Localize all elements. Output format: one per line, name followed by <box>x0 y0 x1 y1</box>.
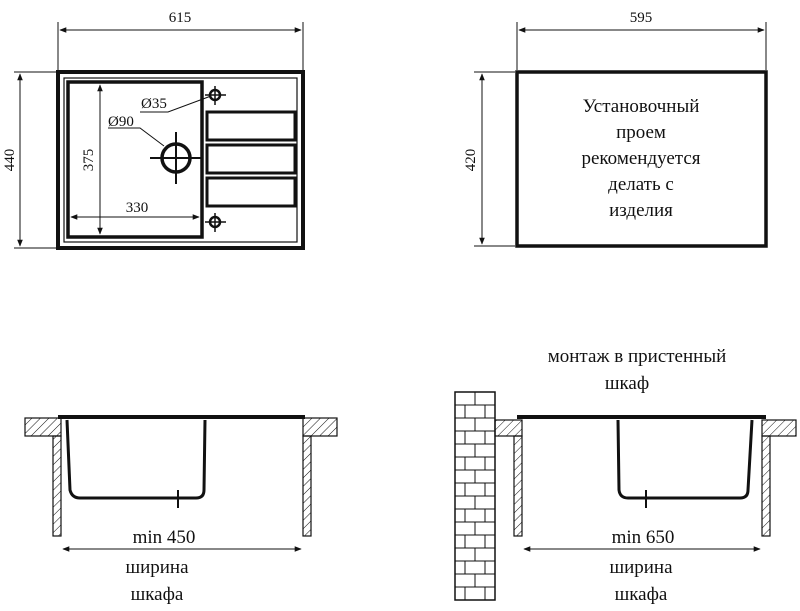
cutout-outline <box>515 70 768 248</box>
brick-wall <box>454 391 496 601</box>
cutout-height-label: 420 <box>463 149 479 172</box>
wall-cabinet-width-caption-line-1: ширина <box>609 557 673 578</box>
drain-rib-1 <box>205 110 297 142</box>
sink-plan-view: 615 440 375 330 Ø90 Ø35 <box>2 10 305 250</box>
wall-cabinet-right <box>761 435 771 537</box>
cutout-note-line-5: изделия <box>609 200 673 221</box>
cabinet-wall-left <box>52 435 62 537</box>
cutout-note-line-3: рекомендуется <box>581 148 700 169</box>
bowl-height-label: 375 <box>81 149 97 172</box>
cutout-note-line-2: проем <box>616 122 666 143</box>
wall-countertop-right <box>761 419 797 437</box>
cabinet-wall-right <box>302 435 312 537</box>
countertop-left <box>24 417 62 437</box>
drain-diameter-label: Ø90 <box>108 114 134 130</box>
cutout-note-line-1: Установочный <box>583 96 700 117</box>
wall-mount-title-line-1: монтаж в пристенный <box>548 346 727 367</box>
drain-rib-2 <box>205 143 297 175</box>
drain-leader-line <box>108 127 165 147</box>
countertop-right <box>302 417 338 437</box>
cabinet-width-caption-line-2: шкафа <box>131 584 184 605</box>
height-dimension-label: 440 <box>2 149 18 172</box>
wall-bowl-section <box>616 419 754 500</box>
wall-mount-title-line-2: шкаф <box>605 373 649 394</box>
wall-countertop-left <box>494 419 523 437</box>
cutout-width-label: 595 <box>630 10 653 26</box>
wall-min-width-label: min 650 <box>612 527 675 548</box>
sink-outer-outline <box>56 70 305 250</box>
wall-cabinet-left <box>513 435 523 537</box>
section-view-wall: монтаж в пристенный шкаф min 650 ширина … <box>454 346 797 605</box>
cutout-view: 595 420 Установочный проем рекомендуется… <box>463 10 768 248</box>
wall-cabinet-width-caption-line-2: шкафа <box>615 584 668 605</box>
tap-leader-line <box>140 95 212 113</box>
tap-hole-top-icon <box>205 86 226 105</box>
tap-diameter-label: Ø35 <box>141 96 167 112</box>
cabinet-width-caption-line-1: ширина <box>125 557 189 578</box>
drain-hole-icon <box>150 132 202 184</box>
cutout-note-line-4: делать с <box>608 174 674 195</box>
min-width-label: min 450 <box>133 527 196 548</box>
section-view-standard: min 450 ширина шкафа <box>24 415 338 605</box>
bowl-outline <box>66 80 204 239</box>
width-dimension-label: 615 <box>169 10 192 26</box>
tap-hole-bottom-icon <box>205 213 226 232</box>
drain-rib-3 <box>205 176 297 208</box>
bowl-section <box>65 419 207 500</box>
bowl-width-label: 330 <box>126 200 149 216</box>
sink-inner-rim <box>63 77 298 243</box>
